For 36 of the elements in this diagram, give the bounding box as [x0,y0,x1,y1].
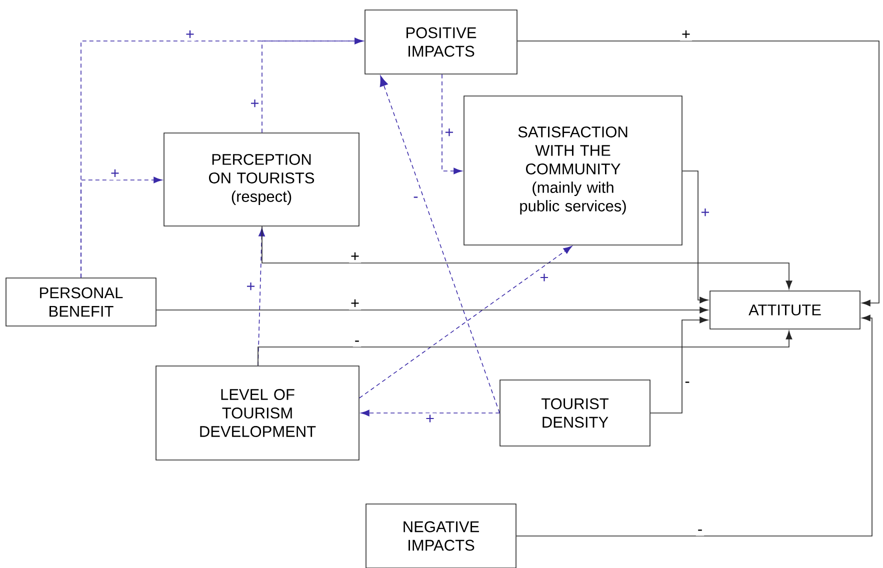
arrow [258,330,792,366]
edge-label: + [348,298,362,310]
arrow [359,246,572,398]
arrow [80,176,162,278]
arrow [682,170,708,304]
edge-label: + [248,98,261,110]
arrow [380,76,500,414]
arrow [262,38,364,133]
edge-label: + [108,168,122,180]
arrow [442,74,462,174]
concept-box: ATTITUTE [710,290,860,330]
concept-box: LEVEL OF TOURISM DEVELOPMENT [156,366,360,460]
arrow [156,306,708,314]
edge-label: + [184,28,196,41]
edge-label: + [348,250,362,263]
concept-box: SATISFACTION WITH THE COMMUNITY (mainly with public services) [464,96,682,246]
arrow [650,316,708,414]
edge-label: + [538,272,550,284]
edge-label: + [424,413,436,426]
concept-box: POSITIVE IMPACTS [364,10,518,74]
edge-label: - [683,380,692,388]
edge-label: + [443,127,456,139]
edge-label: - [696,528,704,536]
arrow [360,410,500,416]
edge-label: + [244,281,257,293]
arrow [517,40,880,306]
edge-label: - [412,195,420,203]
concept-box: TOURIST DENSITY [500,380,650,446]
edge-label: - [352,339,362,347]
edge-label: + [680,28,692,41]
concept-box: PERSONAL BENEFIT [6,278,156,326]
concept-box: NEGATIVE IMPACTS [366,504,516,568]
concept-box: PERCEPTION ON TOURISTS (respect) [164,132,360,226]
arrow [262,226,792,290]
edge-label: + [699,207,712,219]
arrow [516,314,872,536]
